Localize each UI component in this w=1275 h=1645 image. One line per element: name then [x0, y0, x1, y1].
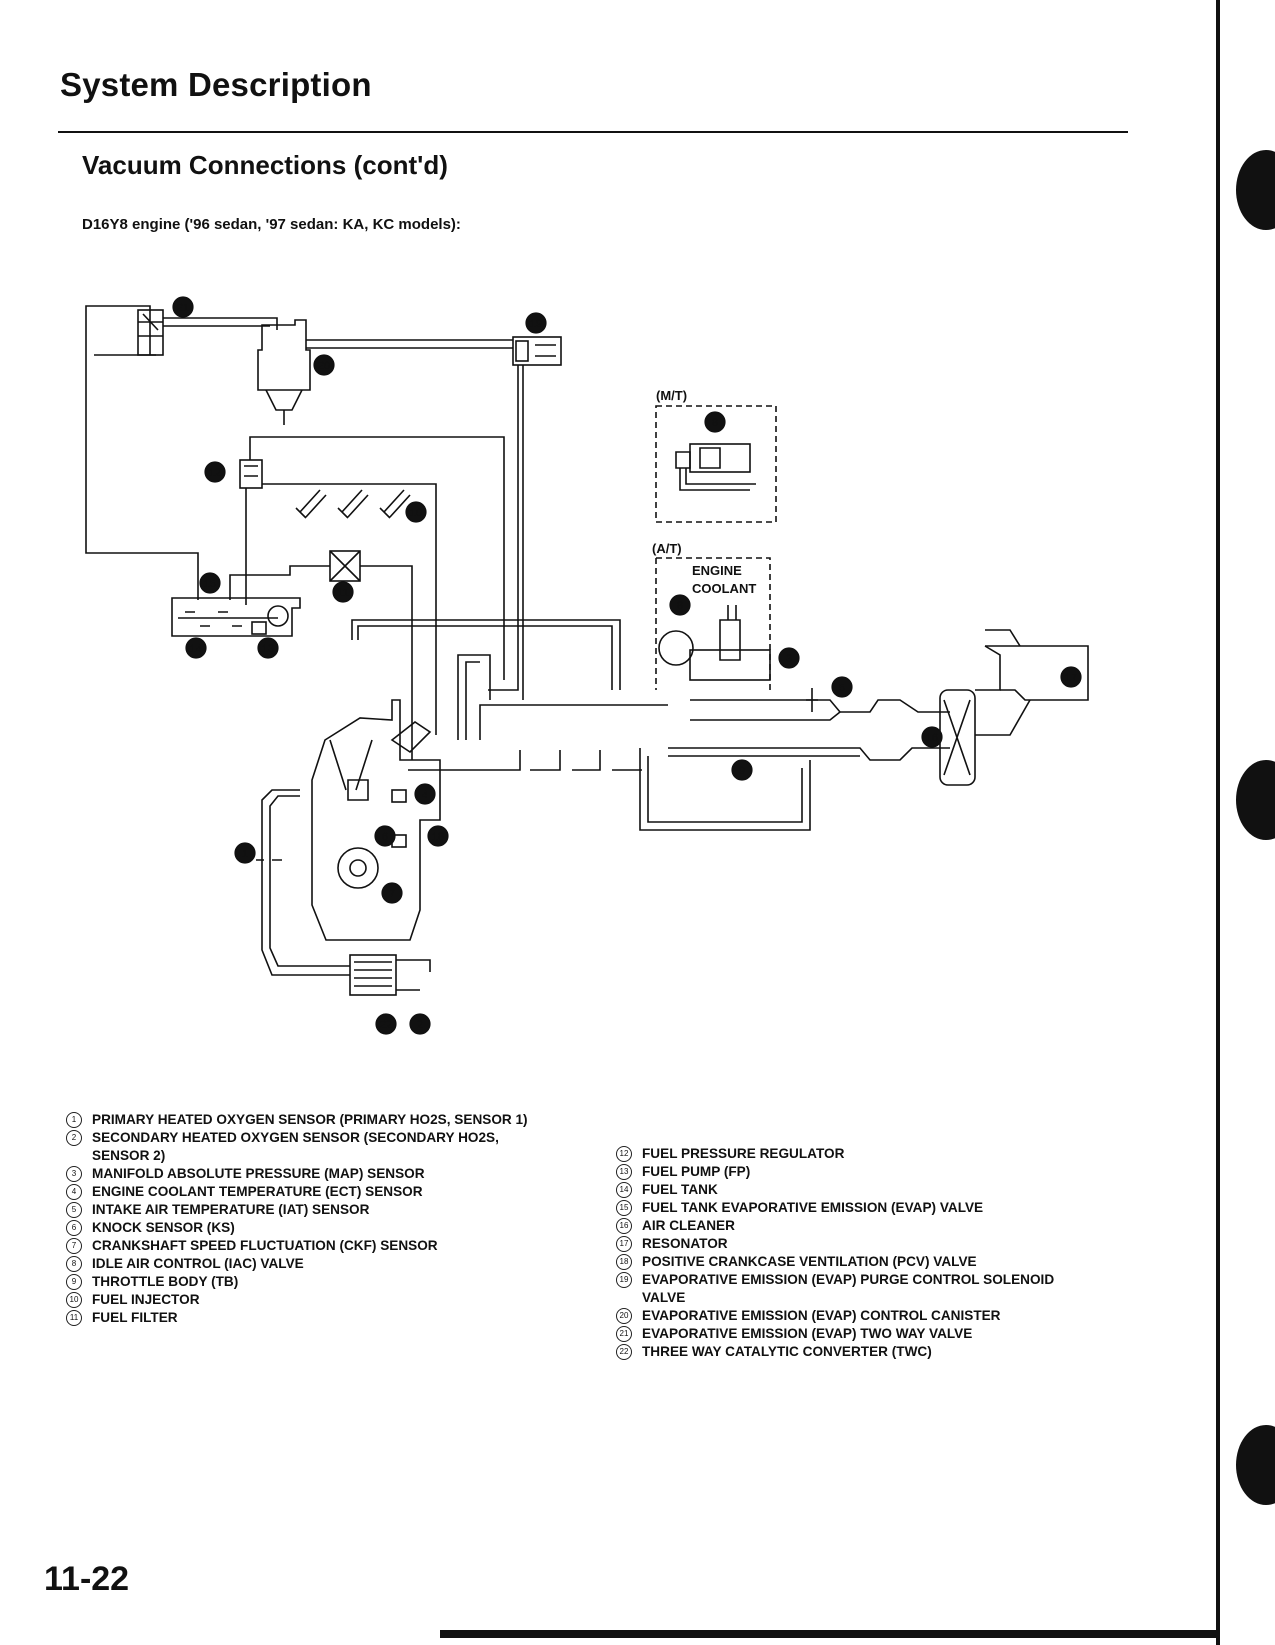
purge-control-solenoid	[512, 336, 562, 366]
callout-4: 4	[414, 783, 436, 805]
callout-16-text: 16	[926, 732, 938, 744]
callout-21-text: 21	[177, 302, 189, 314]
callout-2: 2	[409, 1013, 431, 1035]
engine-coolant-label-1: ENGINE	[692, 563, 742, 578]
at-iac-inset	[655, 557, 771, 690]
callout-13-text: 13	[262, 643, 274, 655]
fuel-injectors	[295, 489, 411, 519]
callout-19-text: 19	[530, 318, 542, 330]
callout-12-text: 12	[209, 467, 221, 479]
fuel-tank	[171, 597, 301, 637]
fuel-pressure-regulator	[239, 459, 263, 489]
title-rule	[58, 131, 1128, 133]
callout-20: 20	[313, 354, 335, 376]
evap-canister	[257, 319, 311, 425]
callout-6: 6	[374, 825, 396, 847]
callout-9: 9	[731, 759, 753, 781]
callout-8-at: 8	[669, 594, 691, 616]
callout-1-text: 1	[242, 848, 248, 860]
engine-coolant-label-2: COOLANT	[692, 581, 756, 596]
callout-1: 1	[234, 842, 256, 864]
page-title: System Description	[60, 66, 372, 103]
callout-18-text: 18	[432, 831, 444, 843]
callout-15: 15	[199, 572, 221, 594]
callout-15-text: 15	[204, 578, 216, 590]
callout-10: 10	[405, 501, 427, 523]
engine-block	[311, 699, 441, 941]
callout-21: 21	[172, 296, 194, 318]
callout-17-text: 17	[1065, 672, 1077, 684]
at-label: (A/T)	[652, 541, 682, 556]
callout-11-text: 11	[337, 587, 348, 599]
callout-3: 3	[778, 647, 800, 669]
diagram-caption: D16Y8 engine ('96 sedan, '97 sedan: KA, …	[82, 216, 461, 233]
callout-14: 14	[185, 637, 207, 659]
callout-labels: 21 19 20 12 10 11 15 14 13 8 8 3 5 17 16…	[172, 296, 1082, 1035]
callout-20-text: 20	[318, 360, 330, 372]
catalytic-converter	[349, 954, 397, 996]
callout-13: 13	[257, 637, 279, 659]
callout-8-at-text: 8	[677, 600, 683, 612]
callout-18: 18	[427, 825, 449, 847]
callout-2-text: 2	[417, 1019, 423, 1031]
callout-10-text: 10	[410, 507, 422, 519]
callout-7-text: 7	[389, 888, 395, 900]
callout-6-text: 6	[382, 831, 388, 843]
callout-22-text: 22	[380, 1019, 392, 1031]
callout-19: 19	[525, 312, 547, 334]
page-number: 11-22	[44, 1560, 130, 1598]
air-cleaner	[939, 689, 976, 786]
page-edge-shade	[1222, 170, 1275, 1645]
resonator	[975, 629, 1089, 736]
callout-7: 7	[381, 882, 403, 904]
callout-4-text: 4	[422, 789, 428, 801]
fuel-filter	[329, 550, 361, 582]
callout-11: 11	[332, 581, 354, 603]
callout-14-text: 14	[190, 643, 202, 655]
ect-sensor-body	[391, 789, 407, 803]
callout-16: 16	[921, 726, 943, 748]
callout-8-mt: 8	[704, 411, 726, 433]
callout-17: 17	[1060, 666, 1082, 688]
mt-iac-inset	[655, 405, 777, 523]
callout-9-text: 9	[739, 765, 745, 777]
callout-3-text: 3	[786, 653, 792, 665]
mt-label: (M/T)	[656, 388, 687, 403]
bottom-edge-bar	[440, 1630, 1216, 1638]
section-subtitle: Vacuum Connections (cont'd)	[82, 150, 448, 180]
callout-22: 22	[375, 1013, 397, 1035]
callout-12: 12	[204, 461, 226, 483]
callout-8-mt-text: 8	[712, 417, 718, 429]
page-edge-line	[1216, 0, 1220, 1645]
callout-5: 5	[831, 676, 853, 698]
callout-5-text: 5	[839, 682, 845, 694]
